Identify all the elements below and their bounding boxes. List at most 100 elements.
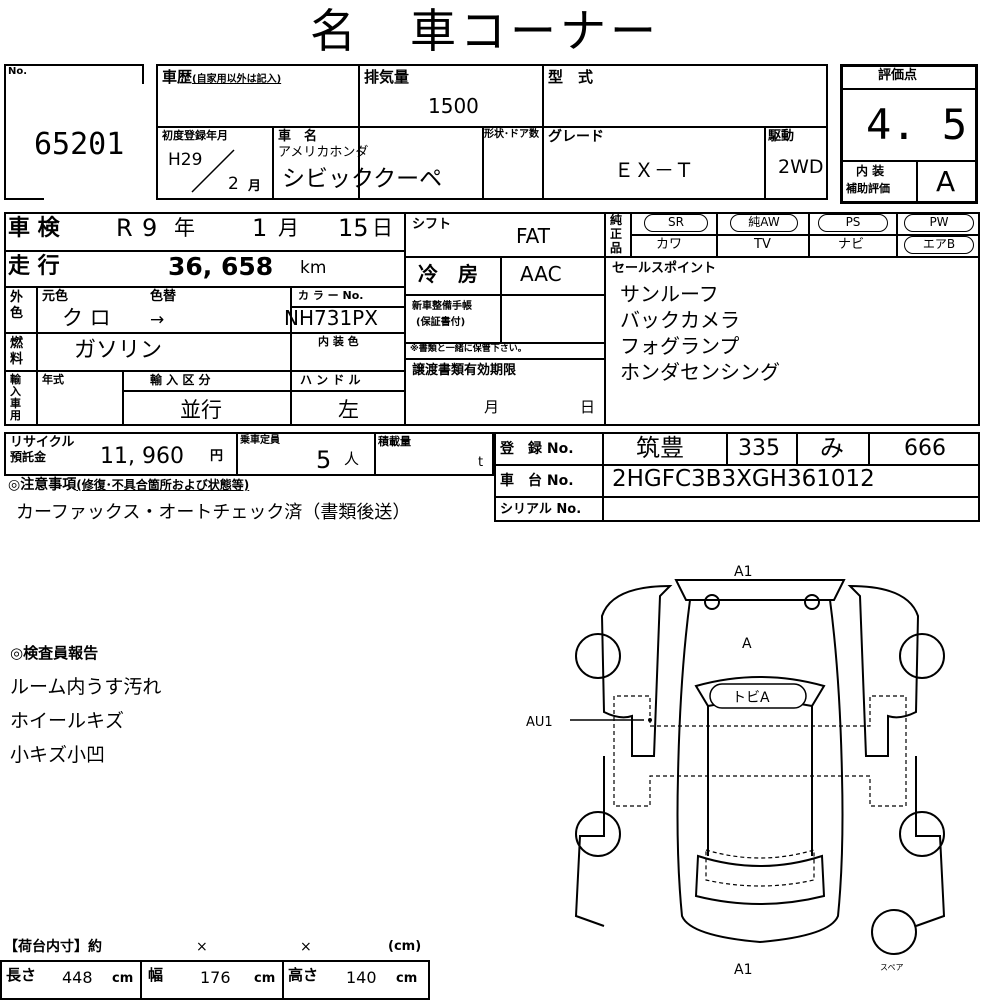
displacement-label: 排気量 [364, 68, 410, 86]
sales-point-3: フォグランプ [620, 334, 740, 358]
reg-col-4 [868, 432, 870, 464]
score-box-line [840, 88, 978, 90]
mid-row-left-2 [4, 286, 404, 288]
header-grid-mid [156, 126, 828, 128]
cargo-length-label: 長さ [6, 966, 37, 984]
diagram-tobi-label: トビA [732, 690, 770, 706]
cargo-col-1 [140, 960, 142, 1000]
maint-col [500, 294, 502, 342]
recycle-col-2 [374, 432, 376, 476]
change-color: → [150, 310, 165, 330]
reg-row-2 [494, 496, 980, 498]
recycle-grid [4, 432, 494, 476]
cargo-height-label: 高さ [288, 966, 319, 984]
fuel-side-label: 燃料 [10, 336, 24, 367]
registration-kana: み [820, 434, 844, 462]
header-col-4 [764, 126, 766, 200]
equip-col-4 [896, 212, 898, 256]
inspector-item-1: ルーム内うす汚れ [10, 676, 162, 698]
cargo-height: 140 [346, 968, 377, 987]
reg-col-3 [796, 432, 798, 464]
capacity-value: 5 [316, 446, 332, 474]
mid-col-2 [604, 212, 606, 426]
score-value: 4. 5 [866, 100, 968, 149]
mid2-row-1 [404, 256, 604, 258]
interior-label-2: 補助評価 [846, 182, 890, 195]
diagram-au1: AU1 [526, 715, 553, 730]
score-box-col [916, 160, 918, 204]
cargo-unit: (cm) [388, 939, 422, 954]
lot-box-bottom [4, 198, 44, 200]
first-reg-label: 初度登録年月 [162, 129, 228, 142]
equip-mid [630, 234, 980, 236]
score-box-line2 [840, 160, 978, 162]
mileage-value: 36, 658 [168, 252, 274, 281]
sales-point-2: バックカメラ [620, 308, 740, 332]
equip-pw: PW [904, 214, 974, 232]
lot-box-top [4, 64, 144, 66]
import-year-label: 年式 [42, 373, 64, 386]
transfer-label: 譲渡書類有効期限 [412, 363, 517, 378]
first-reg-month-unit: 月 [248, 179, 262, 194]
inspection-year-unit: 年 [174, 216, 195, 240]
change-color-label: 色替 [150, 289, 177, 304]
lot-box-corner [142, 64, 144, 84]
recycle-label-1: リサイクル [10, 435, 75, 450]
inspection-day: 15 [338, 214, 369, 242]
displacement-value: 1500 [428, 94, 479, 118]
cargo-x1: × [196, 939, 208, 955]
capacity-label: 乗車定員 [240, 435, 280, 446]
mid2-row-4 [404, 358, 604, 360]
handle-value: 左 [338, 398, 359, 422]
cargo-title: 【荷台内寸】約 [4, 939, 102, 955]
mid-row-left-4 [4, 370, 404, 372]
equip-navi: ナビ [838, 237, 865, 252]
cargo-col-2 [282, 960, 284, 1000]
inspection-era: R [116, 214, 133, 242]
equip-side-label: 純正品 [610, 213, 623, 255]
diagram-a1-bottom: A1 [734, 962, 752, 978]
maker-name: アメリカホンダ [278, 145, 369, 160]
cargo-length-unit: cm [112, 971, 134, 986]
mid-col-1 [404, 212, 406, 426]
inspection-month-unit: 月 [278, 216, 299, 240]
lot-box-left [4, 64, 6, 200]
reg-col-2 [726, 432, 728, 464]
inspection-month: 1 [252, 214, 268, 242]
sales-point-label: セールスポイント [612, 261, 717, 276]
diagram-a1-top: A1 [734, 564, 752, 580]
equip-leather: カワ [656, 237, 683, 252]
inspector-item-3: 小キズ小凹 [10, 744, 106, 766]
middle-grid [4, 212, 980, 426]
color-no-line [290, 306, 404, 308]
first-reg-month: 2 [228, 174, 239, 194]
lot-number: 65201 [34, 127, 125, 162]
sales-point-1: サンルーフ [620, 282, 719, 306]
drive-label: 駆動 [768, 129, 795, 144]
mileage-label: 走 行 [8, 254, 60, 279]
score-label: 評価点 [878, 68, 918, 83]
car-name: シビッククーペ [282, 166, 443, 192]
first-reg-era: H29 [168, 150, 203, 170]
ac-col [500, 256, 502, 294]
fuel-value: ガソリン [74, 338, 163, 363]
orig-color-label: 元色 [42, 289, 69, 304]
diagram-a-label: A [742, 636, 752, 652]
score-box [840, 64, 978, 204]
mileage-unit: km [300, 258, 327, 278]
import-col-1 [122, 370, 124, 426]
inspection-day-unit: 日 [372, 216, 393, 240]
color-side-label: 外色 [10, 290, 24, 321]
header-col-1b [272, 126, 274, 200]
import-row [122, 390, 404, 392]
mid-col-color [290, 286, 292, 426]
serial-label: シリアル No. [500, 502, 582, 517]
header-col-2b [482, 126, 484, 200]
maintenance-label-2: (保証書付) [416, 317, 466, 328]
first-reg-slash [191, 149, 235, 193]
mid-row-left-3 [36, 332, 404, 334]
inspector-label: ◎検査員報告 [10, 644, 99, 662]
interior-label-1: 内 装 [856, 164, 885, 178]
sales-point-4: ホンダセンシング [620, 360, 780, 384]
notes-label: ◎注意事項(修復･不具合箇所および状態等) [8, 477, 250, 493]
